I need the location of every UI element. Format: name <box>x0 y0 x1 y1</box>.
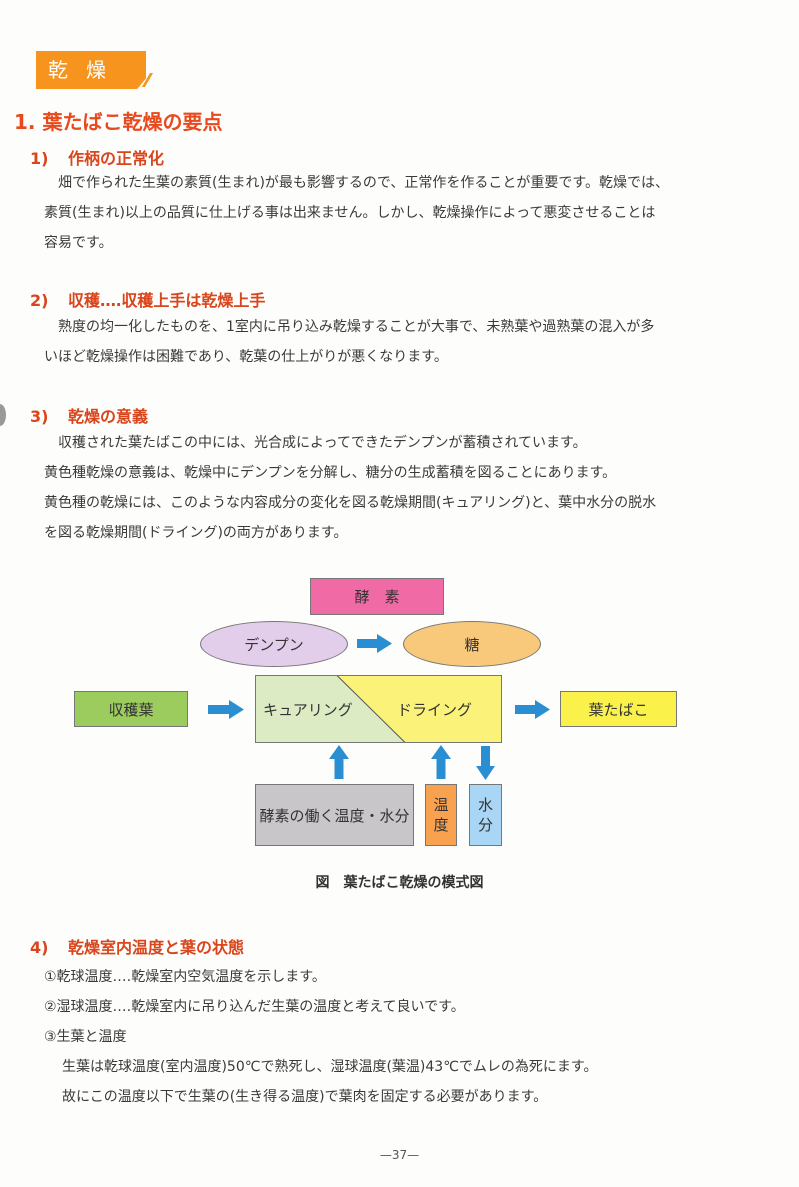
main-heading: 1. 葉たばこ乾燥の要点 <box>14 110 223 134</box>
section-4-title: 乾燥室内温度と葉の状態 <box>68 938 245 957</box>
enzyme-conditions-box: 酵素の働く温度・水分 <box>255 784 414 846</box>
section-4-heading: 4) 乾燥室内温度と葉の状態 <box>30 934 244 958</box>
moisture-char: 分 <box>477 816 493 834</box>
text-line: 容易です。 <box>44 235 113 251</box>
section-1-number: 1) <box>30 149 49 168</box>
arrow-conditions-up-icon <box>329 745 349 779</box>
arrow-temperature-up-icon <box>431 745 451 779</box>
tobacco-box: 葉たばこ <box>560 691 677 727</box>
list-item: ①乾球温度‥‥乾燥室内空気温度を示します。 <box>44 969 326 985</box>
enzyme-box: 酵 素 <box>310 578 444 615</box>
text-line: 黄色種の乾燥には、このような内容成分の変化を図る乾燥期間(キュアリング)と、葉中… <box>44 495 657 511</box>
text-line: 素質(生まれ)以上の品質に仕上げる事は出来ません。しかし、乾燥操作によって悪変さ… <box>44 205 656 221</box>
temperature-char: 温 <box>433 796 449 814</box>
sub-text-line: 生葉は乾球温度(室内温度)50℃で熟死し、湿球温度(葉温)43℃でムレの為死にま… <box>62 1059 598 1075</box>
section-4-number: 4) <box>30 938 49 957</box>
starch-ellipse: デンプン <box>200 621 348 667</box>
section-2-title: 収穫‥‥収穫上手は乾燥上手 <box>68 291 266 310</box>
section-3-number: 3) <box>30 407 49 426</box>
section-3-heading: 3) 乾燥の意義 <box>30 403 148 427</box>
section-badge: 乾燥 <box>36 51 146 89</box>
list-item: ②湿球温度‥‥乾燥室内に吊り込んだ生葉の温度と考えて良いです。 <box>44 999 465 1015</box>
temperature-box: 温 度 <box>425 784 457 846</box>
text-line: を図る乾燥期間(ドライング)の両方があります。 <box>44 525 348 541</box>
arrow-starch-to-sugar-icon <box>357 634 392 653</box>
section-3-title: 乾燥の意義 <box>68 407 149 426</box>
moisture-box: 水 分 <box>469 784 502 846</box>
arrow-drying-to-tobacco-icon <box>515 700 550 719</box>
curing-drying-box: キュアリング ドライング <box>255 675 502 743</box>
page-number: —37— <box>379 1148 420 1162</box>
harvest-leaf-box: 収穫葉 <box>74 691 188 727</box>
text-line: 黄色種乾燥の意義は、乾燥中にデンプンを分解し、糖分の生成蓄積を図ることにあります… <box>44 465 617 481</box>
text-line: 収穫された葉たばこの中には、光合成によってできたデンプンが蓄積されています。 <box>58 435 587 451</box>
list-item: ③生葉と温度 <box>44 1029 127 1045</box>
section-1-title: 作柄の正常化 <box>68 149 165 168</box>
arrow-harvest-to-curing-icon <box>208 700 244 719</box>
section-3-body: 収穫された葉たばこの中には、光合成によってできたデンプンが蓄積されています。 黄… <box>0 428 799 550</box>
section-2-heading: 2) 収穫‥‥収穫上手は乾燥上手 <box>30 287 265 311</box>
figure-caption: 図 葉たばこ乾燥の模式図 <box>315 875 484 891</box>
section-1-heading: 1) 作柄の正常化 <box>30 145 164 169</box>
section-1-body: 畑で作られた生葉の素質(生まれ)が最も影響するので、正常作を作ることが重要です。… <box>0 168 799 263</box>
section-2-number: 2) <box>30 291 49 310</box>
drying-label: ドライング <box>397 701 473 719</box>
curing-drying-split-shape <box>255 675 502 743</box>
sub-text-line: 故にこの温度以下で生葉の(生き得る温度)で葉肉を固定する必要があります。 <box>62 1089 548 1105</box>
curing-label: キュアリング <box>263 701 353 719</box>
sugar-ellipse: 糖 <box>403 621 541 667</box>
arrow-moisture-down-icon <box>476 746 495 780</box>
text-line: 熟度の均一化したものを、1室内に吊り込み乾燥することが大事で、未熟葉や過熟葉の混… <box>58 319 655 335</box>
binding-hole-mark <box>0 404 6 426</box>
temperature-char: 度 <box>433 816 449 834</box>
text-line: 畑で作られた生葉の素質(生まれ)が最も影響するので、正常作を作ることが重要です。… <box>58 175 669 191</box>
moisture-char: 水 <box>477 796 493 814</box>
text-line: いほど乾燥操作は困難であり、乾葉の仕上がりが悪くなります。 <box>44 349 448 365</box>
section-2-body: 熟度の均一化したものを、1室内に吊り込み乾燥することが大事で、未熟葉や過熟葉の混… <box>0 312 799 374</box>
